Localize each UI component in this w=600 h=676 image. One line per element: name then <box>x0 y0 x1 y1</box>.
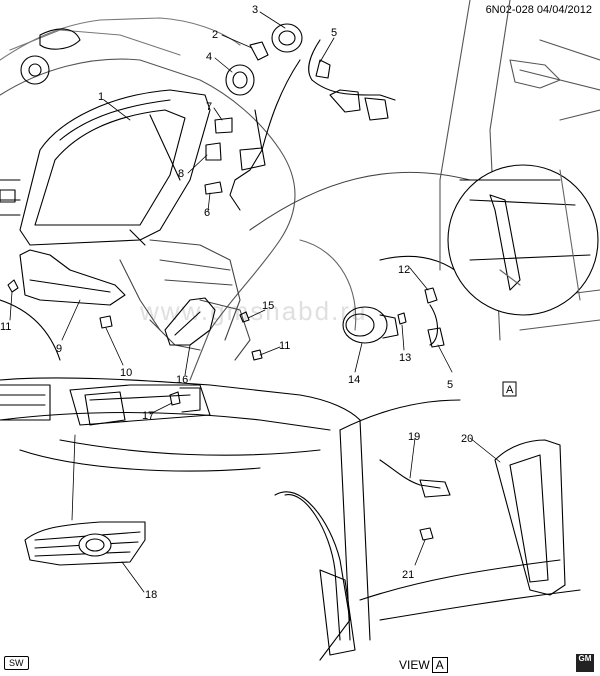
lamp-bracket-9 <box>7 249 126 329</box>
bulb-and-harness-parts <box>204 23 396 211</box>
callout-13: 13 <box>399 352 411 364</box>
callout-17: 17 <box>142 410 154 422</box>
callout-2: 2 <box>212 29 218 41</box>
view-a-fender <box>274 399 581 661</box>
gm-logo: GM <box>576 654 594 672</box>
view-a-marker-box <box>502 381 517 397</box>
callout-15: 15 <box>262 300 274 312</box>
callout-10: 10 <box>120 367 132 379</box>
callout-4: 4 <box>206 51 212 63</box>
side-marker-lamp-20 <box>494 439 566 596</box>
support-structure <box>119 239 251 361</box>
callout-11b: 11 <box>279 340 290 352</box>
callout-16: 16 <box>176 374 188 386</box>
fog-lamp-14 <box>342 287 445 348</box>
callout-1: 1 <box>98 91 104 103</box>
callout-9: 9 <box>56 343 62 355</box>
diagram-reference: 6N02-028 04/04/2012 <box>485 4 592 16</box>
callout-21: 21 <box>402 569 414 581</box>
callout-8: 8 <box>178 168 184 180</box>
leader-lines <box>9 11 501 593</box>
callout-3: 3 <box>252 4 258 16</box>
watermark: www.gmsnabd.ru <box>140 296 368 326</box>
fog-opening-17 <box>84 387 201 426</box>
callout-5: 5 <box>331 27 337 39</box>
view-a-marker: A <box>506 384 514 396</box>
callout-7: 7 <box>206 101 212 113</box>
callout-20: 20 <box>461 433 473 445</box>
callout-5b: 5 <box>447 379 453 391</box>
callout-6: 6 <box>204 207 210 219</box>
callout-12: 12 <box>398 264 410 276</box>
fog-bezel-18 <box>24 521 146 566</box>
sw-badge: SW <box>4 656 29 670</box>
view-ref: A <box>431 657 448 673</box>
vehicle-body-outline <box>0 17 481 472</box>
callout-11a: 11 <box>0 321 11 333</box>
bracket-16 <box>164 297 263 361</box>
detail-inset-circle <box>447 164 599 316</box>
callout-18: 18 <box>145 589 157 601</box>
callout-19: 19 <box>408 431 420 443</box>
callout-14: 14 <box>348 374 360 386</box>
view-text: VIEW <box>399 658 430 672</box>
headlamp-assembly <box>0 28 211 246</box>
